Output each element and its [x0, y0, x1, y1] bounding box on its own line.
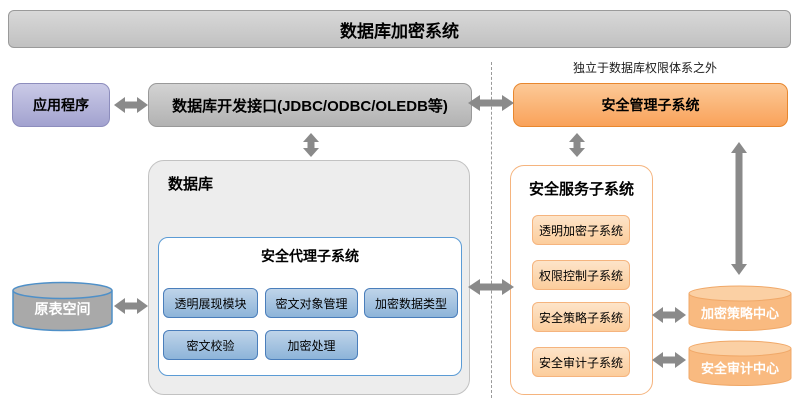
- module-encrypted-data-type: 加密数据类型: [364, 288, 458, 318]
- double-arrow-management-policy-icon: [731, 142, 747, 275]
- db-interface-box: 数据库开发接口(JDBC/ODBC/OLEDB等): [148, 83, 472, 127]
- double-arrow-tablespace-database-icon: [114, 298, 148, 314]
- subsystem-label: 权限控制子系统: [538, 268, 623, 283]
- module-ciphertext-object-mgmt: 密文对象管理: [265, 288, 358, 318]
- double-arrow-management-service-icon: [569, 133, 585, 157]
- double-arrow-app-interface-icon: [114, 97, 148, 113]
- double-arrow-policy-subsystem-icon: [652, 307, 686, 323]
- double-arrow-audit-subsystem-icon: [652, 352, 686, 368]
- module-transparent-presentation: 透明展现模块: [163, 288, 258, 318]
- application-label: 应用程序: [33, 97, 89, 113]
- double-arrow-agent-service-icon: [468, 279, 514, 295]
- audit-center-cylinder: [688, 340, 792, 386]
- db-interface-label: 数据库开发接口(JDBC/ODBC/OLEDB等): [172, 97, 448, 115]
- security-management-label: 安全管理子系统: [601, 97, 700, 113]
- subsystem-label: 透明加密子系统: [538, 223, 623, 238]
- module-label: 透明展现模块: [174, 296, 247, 311]
- module-label: 密文校验: [186, 338, 235, 353]
- double-arrow-interface-management-icon: [468, 95, 514, 111]
- module-label: 加密数据类型: [374, 296, 447, 311]
- security-service-title: 安全服务子系统: [528, 181, 634, 198]
- database-label: 数据库: [168, 176, 214, 193]
- independence-note: 独立于数据库权限体系之外: [573, 61, 718, 75]
- subsystem-label: 安全审计子系统: [538, 355, 623, 370]
- policy-center-cylinder: [688, 285, 792, 331]
- subsystem-label: 安全策略子系统: [538, 310, 623, 325]
- dashed-separator-line: [491, 62, 492, 398]
- module-label: 密文对象管理: [275, 296, 348, 311]
- module-ciphertext-verify: 密文校验: [163, 330, 258, 360]
- application-box: 应用程序: [12, 83, 110, 127]
- subsystem-transparent-encryption: 透明加密子系统: [532, 215, 630, 245]
- module-label: 加密处理: [287, 338, 336, 353]
- subsystem-security-policy: 安全策略子系统: [532, 302, 630, 332]
- system-title-banner: 数据库加密系统: [8, 10, 791, 48]
- table-space-cylinder: [12, 281, 113, 332]
- security-management-box: 安全管理子系统: [513, 83, 788, 127]
- subsystem-security-audit: 安全审计子系统: [532, 347, 630, 377]
- module-encryption-processing: 加密处理: [265, 330, 358, 360]
- security-agent-title: 安全代理子系统: [261, 248, 359, 264]
- double-arrow-interface-database-icon: [303, 133, 319, 157]
- subsystem-permission-control: 权限控制子系统: [532, 260, 630, 290]
- system-title: 数据库加密系统: [340, 21, 459, 41]
